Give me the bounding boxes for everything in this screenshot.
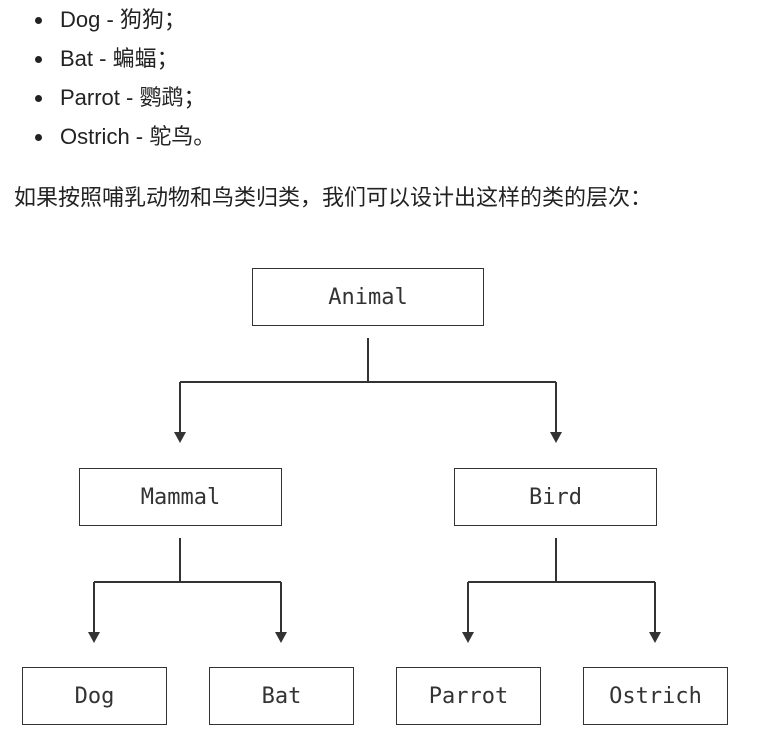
node-ostrich: Ostrich <box>583 667 728 725</box>
node-bird: Bird <box>454 468 657 526</box>
arrow-down-icon <box>88 632 100 643</box>
bullet-icon <box>35 134 42 141</box>
node-animal: Animal <box>252 268 484 326</box>
arrow-down-icon <box>649 632 661 643</box>
list-item-text: Dog - 狗狗； <box>60 7 186 32</box>
arrow-down-icon <box>550 432 562 443</box>
bullet-icon <box>35 95 42 102</box>
node-dog: Dog <box>22 667 167 725</box>
list-item-text: Ostrich - 鸵鸟。 <box>60 124 216 149</box>
arrow-down-icon <box>174 432 186 443</box>
arrow-down-icon <box>275 632 287 643</box>
node-parrot: Parrot <box>396 667 541 725</box>
bullet-icon <box>35 17 42 24</box>
bullet-icon <box>35 56 42 63</box>
list-item-text: Bat - 蝙蝠； <box>60 46 179 71</box>
node-bat: Bat <box>209 667 354 725</box>
arrow-down-icon <box>462 632 474 643</box>
node-mammal: Mammal <box>79 468 282 526</box>
list-item-text: Parrot - 鹦鹉； <box>60 85 206 110</box>
intro-paragraph: 如果按照哺乳动物和鸟类归类，我们可以设计出这样的类的层次： <box>14 185 653 210</box>
